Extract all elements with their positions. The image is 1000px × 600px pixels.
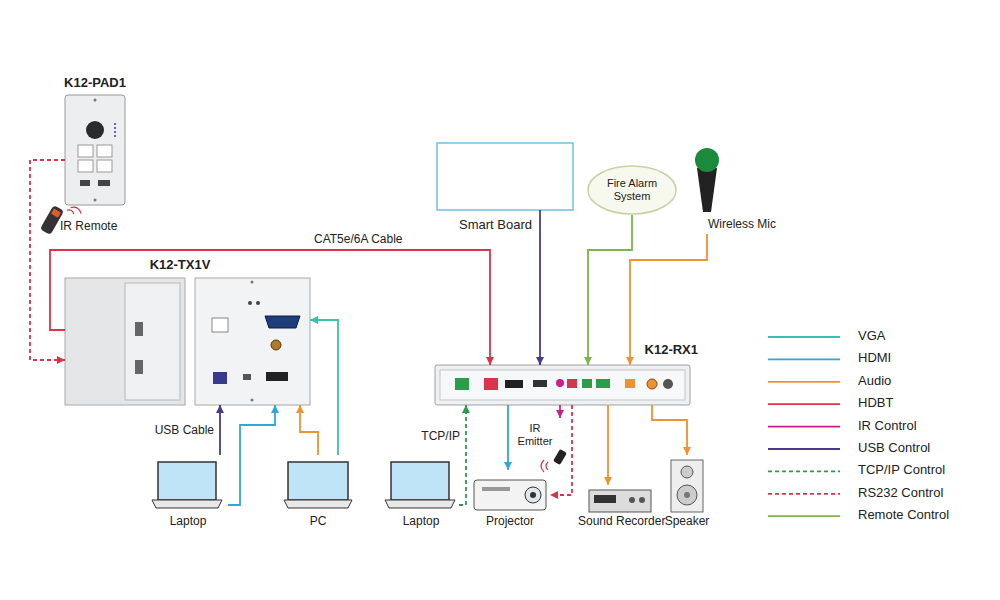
cable-label: USB Cable xyxy=(153,424,216,438)
arrow-head xyxy=(216,405,224,413)
device-label: Sound Recorder xyxy=(578,515,662,529)
signal-connector xyxy=(539,210,541,365)
signal-connector xyxy=(652,405,687,455)
legend-text: HDMI xyxy=(858,351,891,366)
legend-swatch xyxy=(768,515,840,517)
arrow-head xyxy=(536,357,544,365)
arrow-head xyxy=(271,405,279,413)
signal-connector xyxy=(507,405,509,470)
arrow-head xyxy=(57,356,65,364)
device-heading: K12-PAD1 xyxy=(45,76,145,91)
laptop-node: Laptop xyxy=(148,455,228,530)
legend-swatch xyxy=(768,336,840,338)
legend-swatch xyxy=(768,448,840,450)
legend-text: VGA xyxy=(858,329,885,344)
arrow-head xyxy=(310,316,318,324)
legend-text: HDBT xyxy=(858,396,893,411)
arrow-head xyxy=(604,477,612,485)
ir-emitter-node: IR Emitter xyxy=(516,418,566,468)
ir-emitter-icon xyxy=(541,449,567,472)
arrow-head xyxy=(556,410,564,418)
sound-recorder-node: Sound Recorder xyxy=(578,485,662,530)
legend-swatch xyxy=(768,403,840,405)
microphone-icon xyxy=(695,148,719,212)
rx-receiver-panel xyxy=(435,365,690,405)
speaker-icon xyxy=(671,460,703,512)
laptop-node: Laptop xyxy=(383,455,459,530)
device-label: Speaker xyxy=(654,515,720,529)
laptop-icon xyxy=(152,462,222,508)
legend-text: IR Control xyxy=(858,419,917,434)
arrow-head xyxy=(550,491,558,499)
fire-alarm-ellipse: Fire Alarm System xyxy=(587,165,677,215)
arrow-head xyxy=(626,357,634,365)
smart-board-box: Smart Board xyxy=(437,143,573,210)
legend-swatch xyxy=(768,426,840,428)
legend-text: TCP/IP Control xyxy=(858,463,945,478)
signal-connector xyxy=(310,320,338,455)
laptop-icon xyxy=(385,462,455,508)
device-label: Fire Alarm System xyxy=(587,165,677,215)
device-label: Wireless Mic xyxy=(708,218,776,232)
pc-icon xyxy=(284,462,352,508)
legend-swatch xyxy=(768,493,840,495)
device-label: Laptop xyxy=(383,515,459,529)
arrow-head xyxy=(462,405,470,413)
transmitter-panel: K12-TX1V xyxy=(65,278,310,405)
cable-label: CAT5e/6A Cable xyxy=(312,233,405,247)
pad-plate xyxy=(65,95,125,205)
arrow-head xyxy=(486,357,494,365)
device-label: IR Emitter xyxy=(516,422,554,447)
device-label: Smart Board xyxy=(437,218,532,233)
wall-pad-panel: K12-PAD1 xyxy=(65,95,125,205)
arrow-head xyxy=(584,357,592,365)
device-label: Laptop xyxy=(148,515,228,529)
sound-recorder-icon xyxy=(589,490,651,512)
arrow-head xyxy=(296,405,304,413)
signal-connector xyxy=(630,234,707,365)
device-heading: K12-RX1 xyxy=(645,343,698,358)
legend-text: Audio xyxy=(858,374,891,389)
legend-text: USB Control xyxy=(858,441,930,456)
arrow-head xyxy=(504,462,512,470)
legend-text: Remote Control xyxy=(858,508,949,523)
arrow-head xyxy=(683,447,691,455)
signal-connector xyxy=(550,405,572,495)
device-label: IR Remote xyxy=(60,220,117,234)
remote-node: IR Remote xyxy=(42,208,122,236)
device-heading: K12-TX1V xyxy=(143,258,217,273)
signal-connector xyxy=(588,215,632,365)
projector-icon xyxy=(474,480,546,510)
legend-text: RS232 Control xyxy=(858,486,943,501)
device-label: PC xyxy=(283,515,353,529)
smart-board-screen xyxy=(437,143,573,210)
cable-label: TCP/IP xyxy=(419,430,462,444)
legend-swatch xyxy=(768,358,840,360)
legend-swatch xyxy=(768,381,840,383)
tx-wallplate xyxy=(65,278,310,405)
receiver-panel: K12-RX1 xyxy=(435,365,690,405)
legend-swatch xyxy=(768,470,840,472)
signal-connector xyxy=(50,250,490,365)
device-label: Projector xyxy=(470,515,550,529)
microphone-node: Wireless Mic xyxy=(693,148,775,234)
signal-connector xyxy=(607,405,609,485)
signal-connector xyxy=(228,405,275,505)
speaker-node: Speaker xyxy=(664,455,710,530)
signal-connector xyxy=(459,405,466,505)
projector-node: Projector xyxy=(470,470,550,530)
pc-node: PC xyxy=(283,455,353,530)
